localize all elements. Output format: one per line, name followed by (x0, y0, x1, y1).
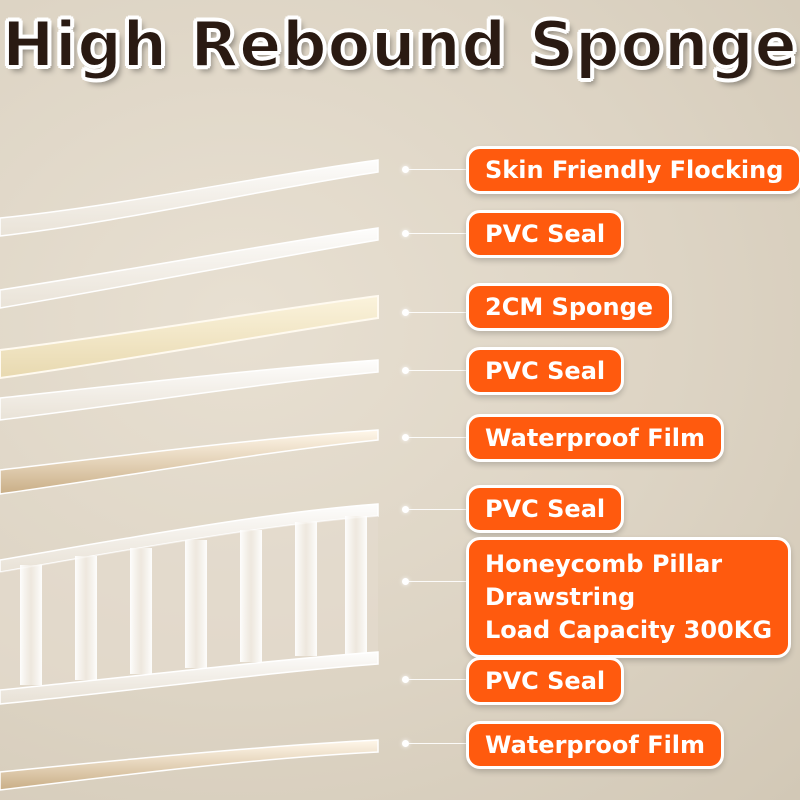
leader-line (409, 509, 466, 510)
label-skin-friendly-flocking: Skin Friendly Flocking (466, 146, 800, 194)
layer-pvc-seal-2 (0, 359, 379, 421)
layer-honeycomb-pillars (0, 516, 378, 690)
label-honeycomb-pillar: Honeycomb Pillar Drawstring Load Capacit… (466, 537, 792, 658)
pointer-dot (402, 740, 409, 747)
leader-line (409, 169, 466, 170)
honeycomb-line-1: Honeycomb Pillar (485, 550, 723, 578)
pointer-dot (402, 578, 409, 585)
layer-skin-flocking (0, 159, 379, 237)
honeycomb-line-3: Load Capacity 300KG (485, 616, 773, 644)
layer-sponge (0, 294, 379, 380)
label-pvc-seal-4: PVC Seal (466, 657, 625, 705)
label-pvc-seal-3: PVC Seal (466, 485, 625, 533)
label-waterproof-film-2: Waterproof Film (466, 721, 725, 769)
honeycomb-line-2: Drawstring (485, 583, 636, 611)
leader-line (409, 743, 466, 744)
leader-line (409, 581, 466, 582)
leader-line (409, 312, 466, 313)
pointer-dot (402, 367, 409, 374)
leader-line (409, 437, 466, 438)
label-waterproof-film-1: Waterproof Film (466, 414, 725, 462)
leader-line (409, 679, 466, 680)
leader-line (409, 370, 466, 371)
label-pvc-seal-2: PVC Seal (466, 347, 625, 395)
pointer-dot (402, 434, 409, 441)
page-title: High Rebound Sponge (1, 7, 798, 82)
layer-waterproof-film-2 (0, 739, 379, 791)
layer-waterproof-film-1 (0, 429, 379, 495)
pointer-dot (402, 676, 409, 683)
pointer-dot (402, 166, 409, 173)
layer-pvc-seal-4 (0, 651, 379, 705)
label-pvc-seal-1: PVC Seal (466, 210, 625, 258)
label-2cm-sponge: 2CM Sponge (466, 283, 673, 331)
pointer-dot (402, 506, 409, 513)
leader-line (409, 233, 466, 234)
pointer-dot (402, 309, 409, 316)
layer-pvc-seal-1 (0, 227, 379, 309)
pointer-dot (402, 230, 409, 237)
